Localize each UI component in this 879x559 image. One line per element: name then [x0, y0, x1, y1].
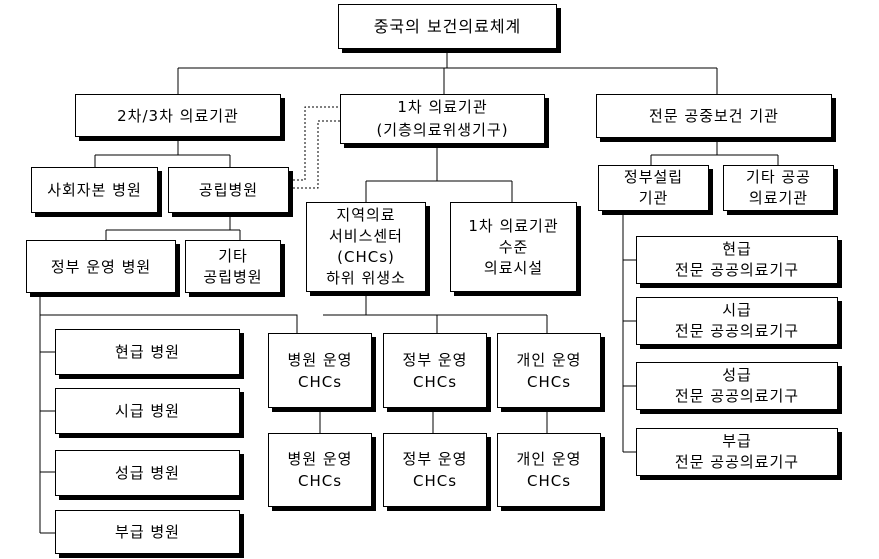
node-secondary-tertiary: 2차/3차 의료기관 — [75, 94, 281, 137]
node-province-public-agency: 성급 전문 공공의료기구 — [636, 362, 838, 410]
node-ministry-public-agency: 부급 전문 공공의료기구 — [636, 428, 838, 476]
node-public-hospital: 공립병원 — [168, 167, 289, 213]
dotted-connector-outer — [289, 106, 340, 181]
node-city-hospital: 시급 병원 — [55, 388, 240, 434]
node-city-public-agency: 시급 전문 공공의료기구 — [636, 297, 838, 345]
node-primary-level-facility: 1차 의료기관 수준 의료시설 — [450, 202, 577, 292]
dotted-connector-inner — [289, 120, 340, 189]
node-province-hospital: 성급 병원 — [55, 450, 240, 496]
node-hospital-run-chcs-2: 병원 운영 CHCs — [268, 433, 372, 507]
node-primary: 1차 의료기관 (기층의료위생기구) — [340, 94, 545, 144]
node-hospital-run-chcs-1: 병원 운영 CHCs — [268, 333, 372, 408]
node-county-public-agency: 현급 전문 공공의료기구 — [636, 236, 838, 284]
node-ministry-hospital: 부급 병원 — [55, 510, 240, 554]
node-gov-established: 정부설립 기관 — [598, 165, 709, 211]
node-gov-operated-hospital: 정부 운영 병원 — [26, 240, 176, 293]
node-community-centers: 지역의료 서비스센터 (CHCs) 하위 위생소 — [306, 202, 426, 292]
node-other-public: 기타 공공 의료기관 — [723, 165, 834, 211]
node-county-hospital: 현급 병원 — [55, 329, 240, 375]
node-gov-run-chcs-2: 정부 운영 CHCs — [383, 433, 487, 507]
node-public-health: 전문 공중보건 기관 — [596, 94, 832, 138]
node-gov-run-chcs-1: 정부 운영 CHCs — [383, 333, 487, 408]
node-social-capital-hospital: 사회자본 병원 — [31, 167, 158, 213]
node-root: 중국의 보건의료체계 — [338, 4, 557, 49]
node-private-run-chcs-1: 개인 운영 CHCs — [497, 333, 601, 408]
node-private-run-chcs-2: 개인 운영 CHCs — [497, 433, 601, 507]
node-other-public-hospital: 기타 공립병원 — [185, 240, 281, 293]
connector-spine-to-chcs-row — [40, 314, 298, 333]
